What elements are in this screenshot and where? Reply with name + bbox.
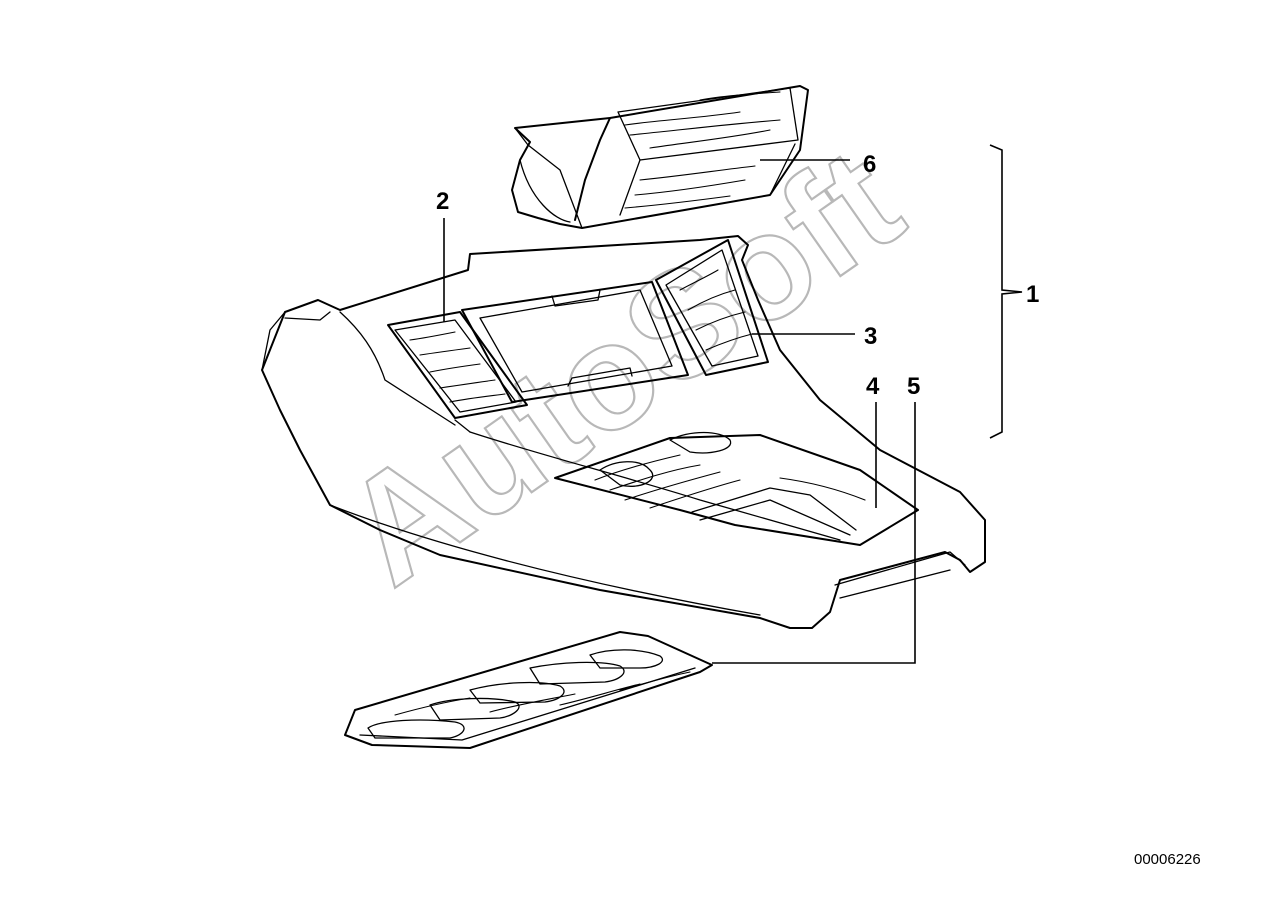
callout-2: 2 (436, 188, 449, 215)
bracket-1 (989, 144, 1023, 439)
leader-5 (712, 402, 916, 664)
part-6-upper-trim (511, 85, 809, 229)
document-number: 00006226 (1134, 851, 1201, 868)
callout-6: 6 (863, 151, 876, 178)
callout-5: 5 (907, 373, 920, 400)
part-1-center-console (261, 235, 986, 629)
leader-lines (443, 144, 1023, 664)
callout-3: 3 (864, 323, 877, 350)
callout-1: 1 (1026, 281, 1039, 308)
callout-4: 4 (866, 373, 880, 400)
part-5-lower-trim (344, 631, 713, 749)
